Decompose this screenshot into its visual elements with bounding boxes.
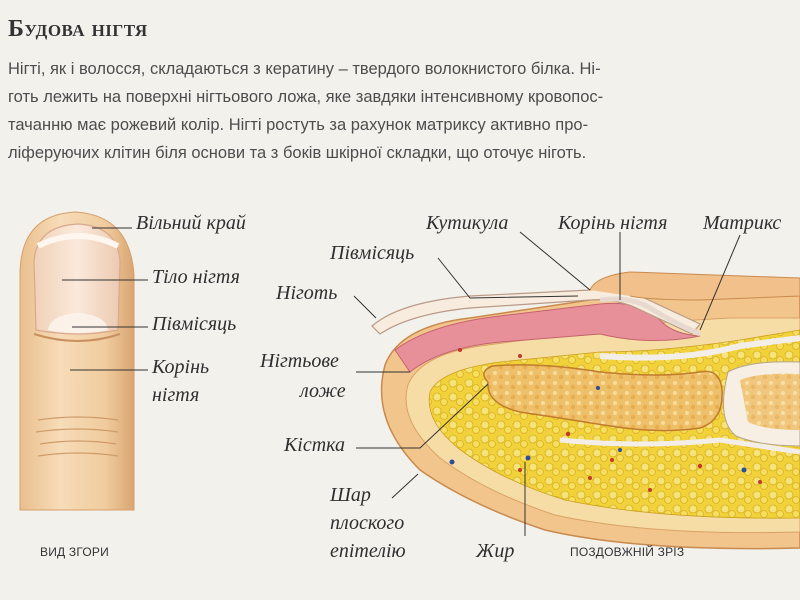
label-free-edge: Вільний край — [136, 212, 246, 234]
label-lunula-top: Півмісяць — [152, 313, 236, 335]
label-nail-body: Тіло нігтя — [152, 266, 240, 288]
label-epithelium-3: епітелію — [330, 540, 406, 562]
label-bone: Кістка — [284, 434, 345, 456]
label-lunula-section: Півмісяць — [330, 242, 414, 264]
label-nail-root-top-1: Корінь — [152, 356, 209, 378]
caption-section-view: ПОЗДОВЖНІЙ ЗРІЗ — [570, 545, 684, 559]
finger-section — [354, 232, 800, 549]
label-nail-root-top-2: нігтя — [152, 384, 199, 406]
label-matrix: Матрикс — [703, 212, 781, 234]
label-nail-root: Корінь нігтя — [558, 212, 667, 234]
label-nail-bed-1: Нігтьове — [260, 350, 339, 372]
caption-top-view: ВИД ЗГОРИ — [40, 545, 109, 559]
label-cuticle: Кутикула — [426, 212, 508, 234]
label-nail-bed-2: ложе — [300, 380, 346, 402]
label-fat: Жир — [476, 540, 514, 562]
label-nail: Ніготь — [276, 282, 337, 304]
label-epithelium-2: плоского — [330, 512, 404, 534]
label-epithelium-1: Шар — [330, 484, 371, 506]
finger-top-view — [20, 212, 148, 510]
